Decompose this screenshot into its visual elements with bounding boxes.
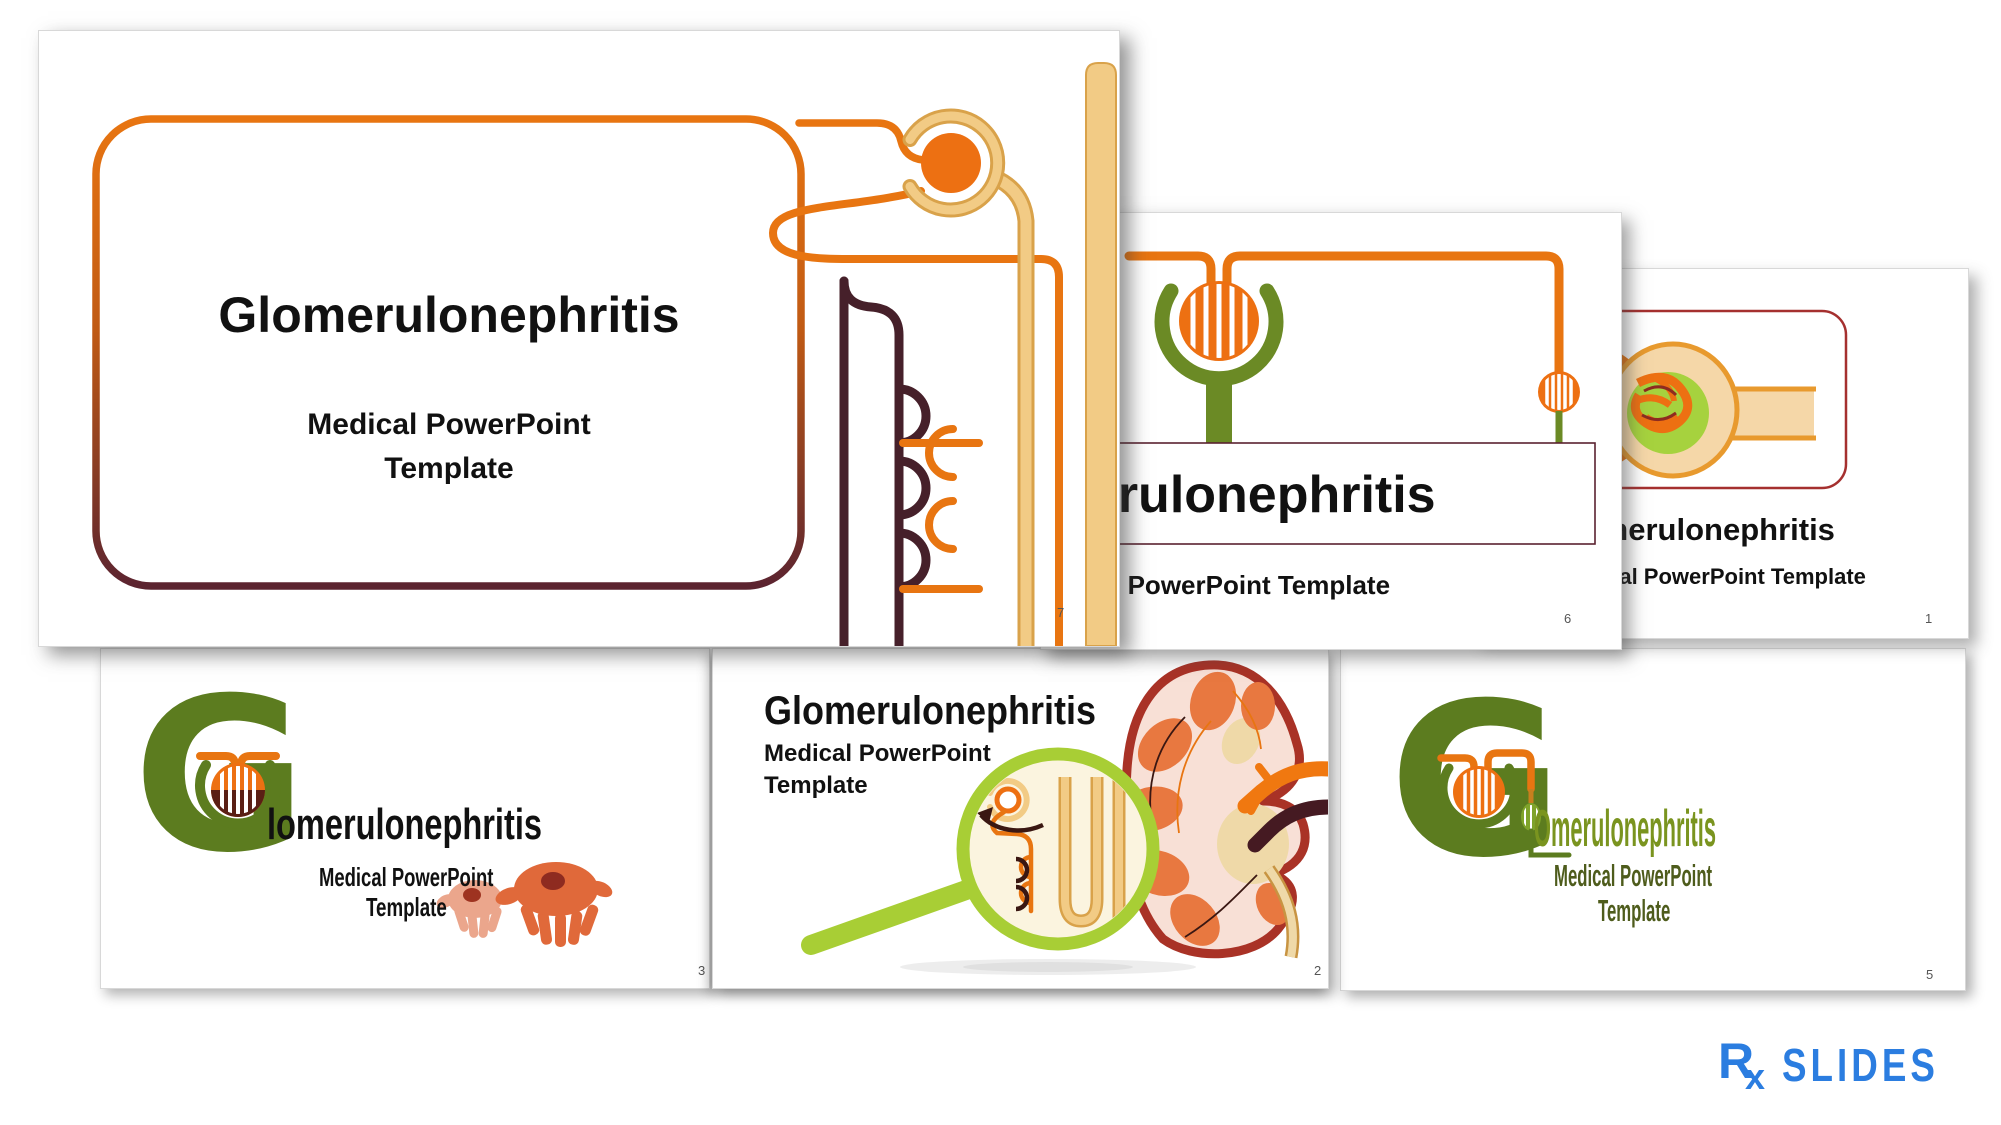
magnifier-handle [801, 879, 979, 955]
glomerulus-circle [921, 133, 981, 193]
slide-title: Glomerulonephritis [218, 287, 680, 343]
kidney-magnifier-illustration [801, 660, 1328, 975]
bowman-cup [1438, 763, 1520, 829]
subtitle-line2: Template [366, 892, 447, 922]
flow-arrow [977, 807, 993, 823]
g-logo-green-illustration: G [1389, 657, 1572, 904]
magnifier-icon [801, 747, 1160, 955]
page-number: 1 [1925, 611, 1933, 626]
rxslides-logo: R x SLIDES [1718, 1028, 1978, 1108]
glomerulus-cross-section-illustration [1494, 309, 1848, 490]
page-number: 2 [1314, 963, 1322, 978]
mini-nephron-diagram [977, 775, 1126, 928]
page-number: 5 [1926, 967, 1934, 982]
kidney-cross-section [1119, 660, 1328, 959]
glomerulus-cup-illustration [1060, 251, 1596, 545]
gradient-border-frame [92, 115, 805, 590]
page-number: 7 [1057, 605, 1065, 620]
slide-7-title-slide: Glomerulonephritis Medical PowerPoint Te… [38, 30, 1120, 647]
large-orange-cell [495, 862, 613, 947]
bowman-cup [195, 760, 281, 829]
logo-x-subscript: x [1745, 1056, 1766, 1097]
slide-2-title-slide: Glomerulonephritis Medical PowerPoint Te… [712, 648, 1329, 989]
slide-subtitle: Medical PowerPoint Template [99, 403, 799, 490]
subtitle-line1: Medical PowerPoint [319, 862, 494, 892]
subtitle-line2: Template [384, 451, 514, 485]
slide-title-rest: lomerulonephritis [267, 800, 542, 849]
slide-5-title-slide: G Omerulonephritis Medical PowerPoint Te… [1340, 648, 1966, 991]
subtitle-line2: Template [1598, 893, 1671, 928]
subtitle-line1: Medical PowerPoint [1554, 858, 1713, 893]
collecting-duct-bar [1085, 62, 1117, 646]
slide-title-rest: Omerulonephritis [1534, 800, 1717, 858]
slide-3-title-slide: G [100, 648, 710, 989]
subtitle-line1: Medical PowerPoint [307, 408, 591, 441]
page-number: 6 [1564, 611, 1572, 626]
nephron-illustration [92, 62, 1117, 646]
logo-wordmark: SLIDES [1782, 1039, 1939, 1091]
subtitle-line1: Medical PowerPoint [764, 740, 991, 767]
renal-vein [1247, 799, 1328, 853]
podocyte-cells-illustration [436, 862, 613, 947]
slide-title: Glomerulonephritis [764, 689, 1097, 733]
distal-tubule-loop [839, 276, 931, 646]
logo-r: R [1718, 1033, 1755, 1089]
slide-6-title-slide: Glomerulonephritis Medical PowerPoint Te… [1040, 212, 1622, 650]
subtitle-line2: Template [764, 772, 868, 799]
g-logo-and-cells-illustration: G [133, 652, 613, 947]
page-number: 3 [698, 963, 706, 978]
